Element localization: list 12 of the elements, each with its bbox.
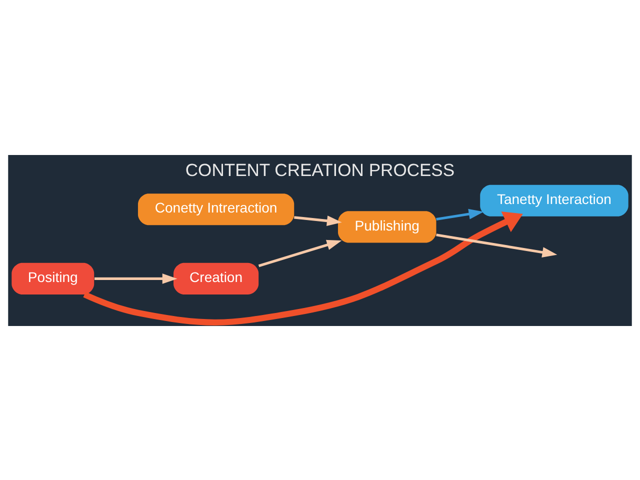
node-box: Creation bbox=[174, 262, 259, 294]
node-box: Positing bbox=[12, 262, 94, 294]
arrow bbox=[436, 233, 558, 257]
arrow bbox=[258, 239, 342, 267]
arrow bbox=[436, 208, 484, 220]
arrow bbox=[83, 210, 523, 325]
node-box: Publishing bbox=[338, 210, 436, 242]
node-box: Conetty Intreraction bbox=[138, 193, 294, 225]
node-box: Tanetty Interaction bbox=[480, 184, 628, 216]
diagram-title: CONTENT CREATION PROCESS bbox=[185, 160, 455, 180]
arrow bbox=[94, 272, 178, 284]
arrow bbox=[294, 215, 342, 226]
